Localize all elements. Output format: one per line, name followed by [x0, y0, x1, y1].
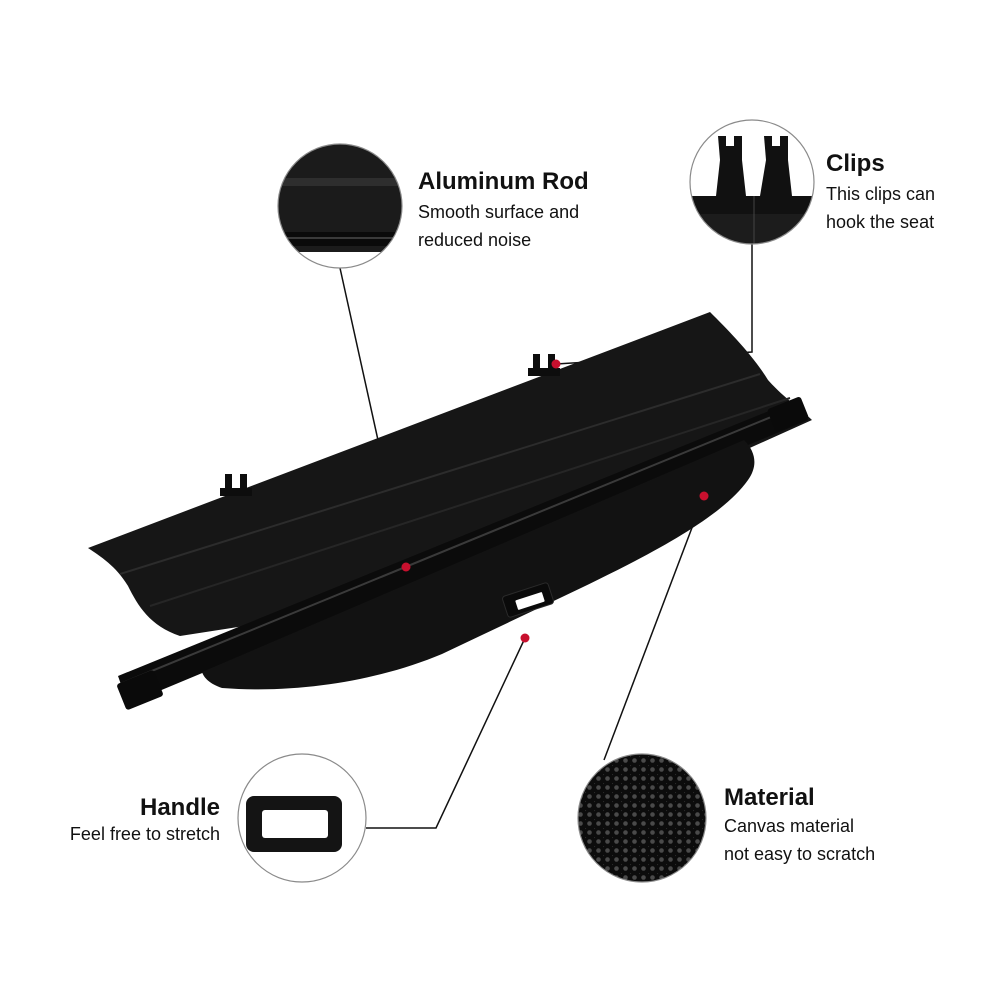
- detail-circle-aluminum-rod: [277, 143, 403, 269]
- rod-end-cap-left: [117, 670, 163, 710]
- detail-circle-material: [577, 753, 707, 883]
- callout-dot-handle: [520, 633, 530, 643]
- aluminum-rod-description-line-2: reduced noise: [418, 230, 532, 250]
- callout-dot-aluminum-rod: [401, 562, 411, 572]
- material-title: Material: [724, 784, 815, 811]
- aluminum-rod-title: Aluminum Rod: [418, 168, 589, 195]
- handle-slot-inner: [515, 592, 545, 610]
- callout-dot-material: [699, 491, 709, 501]
- clips-description-line-2: hook the seat: [826, 212, 935, 232]
- material-description-line-2: not easy to scratch: [724, 844, 876, 864]
- detail-circle-clips: [689, 119, 815, 245]
- aluminum-rod-description-line-1: Smooth surface and: [418, 202, 580, 222]
- callout-dot-clips: [551, 359, 561, 369]
- callout-dots: [401, 359, 709, 643]
- handle-title: Handle: [139, 794, 220, 821]
- cover-fold-line-1: [119, 373, 761, 575]
- material-description: Canvas material not easy to scratch: [724, 812, 875, 868]
- handle-description-line-1: Feel free to stretch: [69, 824, 220, 844]
- material-description-line-1: Canvas material: [724, 816, 855, 836]
- cover-back-panel: [88, 312, 812, 636]
- rod-highlight: [119, 405, 799, 685]
- leader-line-handle: [366, 637, 526, 829]
- cover-clip-right: [528, 354, 560, 376]
- cover-front-panel: [202, 440, 755, 690]
- handle-description: Feel free to stretch: [70, 820, 220, 848]
- clips-description: This clips can hook the seat: [826, 180, 935, 236]
- leader-line-material: [603, 495, 705, 761]
- cover-clip-left: [220, 474, 252, 496]
- aluminum-rod: [118, 400, 808, 704]
- rod-end-cap-right: [767, 397, 809, 431]
- aluminum-rod-description: Smooth surface and reduced noise: [418, 198, 579, 254]
- cover-fold-line-2: [149, 397, 791, 607]
- detail-circle-handle: [237, 753, 367, 883]
- cargo-cover: [88, 312, 812, 710]
- clips-title: Clips: [826, 150, 885, 177]
- clips-description-line-1: This clips can: [826, 184, 936, 204]
